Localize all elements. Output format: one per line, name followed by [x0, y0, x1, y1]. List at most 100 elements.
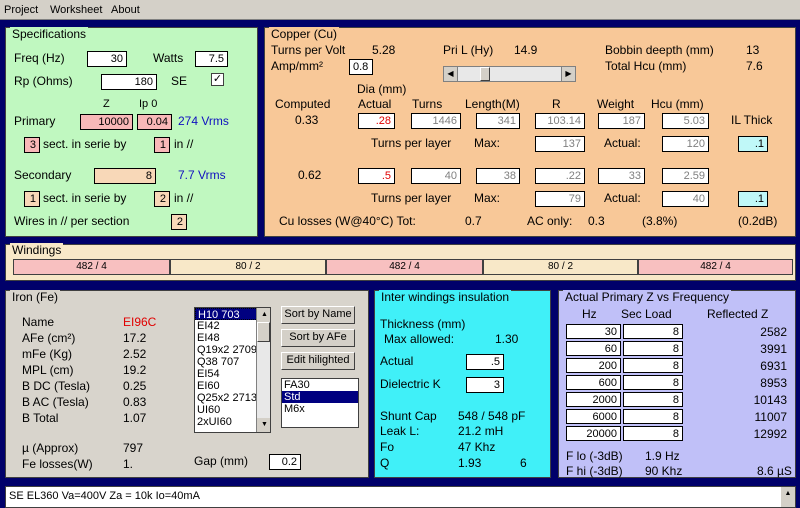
core-item[interactable]: EI60 — [197, 380, 220, 392]
sort-by-afe-button[interactable]: Sort by AFe — [281, 329, 355, 347]
length-header: Length(M) — [465, 97, 520, 111]
material-item[interactable]: Std — [282, 391, 358, 403]
freq-reflected-z: 12992 — [753, 427, 787, 441]
tpv-value: 5.28 — [372, 43, 396, 57]
pril-slider[interactable]: ◀ ▶ — [443, 66, 576, 82]
primary-z-input[interactable]: 10000 — [80, 114, 133, 130]
menu-about[interactable]: About — [111, 4, 140, 16]
core-list[interactable]: H10 703 EI42 EI48 Q19x2 2709 Q38 707 EI5… — [194, 307, 271, 433]
core-item[interactable]: EI42 — [197, 320, 220, 332]
primary-act-label: Actual: — [604, 136, 641, 150]
material-item[interactable]: FA30 — [284, 379, 310, 391]
freq-reflected-z: 2582 — [760, 325, 787, 339]
fhi-value: 90 Khz — [645, 464, 683, 478]
amp-input[interactable]: 0.8 — [349, 59, 373, 75]
hcu-value: 7.6 — [746, 59, 763, 73]
secondary-act-label: Actual: — [604, 191, 641, 205]
core-item[interactable]: Q38 707 — [197, 356, 240, 368]
rp-input[interactable]: 180 — [101, 74, 157, 90]
freq-load-input[interactable]: 8 — [623, 392, 683, 407]
bdc-value: 0.25 — [123, 379, 147, 393]
slider-thumb[interactable] — [480, 67, 490, 81]
secondary-label: Secondary — [14, 168, 72, 182]
fe-losses-label: Fe losses(W) — [22, 457, 93, 471]
secondary-sections-input[interactable]: 1 — [24, 191, 40, 207]
edit-hilighted-button[interactable]: Edit hilighted — [281, 352, 355, 370]
core-item[interactable]: 2xUI60 — [197, 416, 232, 428]
primary-computed: 0.33 — [295, 113, 319, 127]
ins-actual-input[interactable]: .5 — [466, 354, 504, 370]
freq-hz-input[interactable]: 6000 — [566, 409, 621, 424]
freq-load-input[interactable]: 8 — [623, 426, 683, 441]
pril-value: 14.9 — [514, 43, 538, 57]
dielectric-input[interactable]: 3 — [466, 377, 504, 393]
scroll-up-icon[interactable]: ▲ — [257, 308, 270, 322]
freq-load-input[interactable]: 8 — [623, 341, 683, 356]
ac-only-value: 0.3 — [588, 214, 605, 228]
core-item[interactable]: H10 703 — [195, 308, 270, 321]
freq-hz-input[interactable]: 20000 — [566, 426, 621, 441]
freq-input[interactable]: 30 — [87, 51, 127, 67]
menu-project[interactable]: Project — [4, 4, 39, 16]
freq-hz-input[interactable]: 600 — [566, 375, 621, 390]
pril-label: Pri L (Hy) — [443, 43, 494, 57]
material-list[interactable]: FA30 Std M6x — [281, 378, 359, 428]
ac-percent: (3.8%) — [642, 214, 678, 228]
menu-worksheet[interactable]: Worksheet — [50, 4, 103, 16]
freq-load-input[interactable]: 8 — [623, 409, 683, 424]
secondary-parallel-input[interactable]: 2 — [154, 191, 170, 207]
material-item[interactable]: M6x — [284, 403, 305, 415]
primary-par-label: in // — [174, 137, 194, 151]
freq-hz-input[interactable]: 60 — [566, 341, 621, 356]
winding-cell: 80 / 2 — [170, 259, 326, 275]
primary-max: 137 — [535, 136, 585, 152]
gap-input[interactable]: 0.2 — [269, 454, 301, 470]
slider-right-arrow[interactable]: ▶ — [561, 67, 575, 81]
core-item[interactable]: Q25x2 2713 — [197, 392, 257, 404]
sort-by-name-button[interactable]: Sort by Name — [281, 306, 355, 324]
freq-hz-input[interactable]: 200 — [566, 358, 621, 373]
se-checkbox[interactable]: ✓ — [211, 73, 224, 86]
max-allowed-label: Max allowed: — [384, 332, 455, 346]
specifications-panel: Specifications Freq (Hz) 30 Watts 7.5 Rp… — [5, 27, 258, 237]
q-value-2: 6 — [520, 456, 527, 470]
secondary-actual-input[interactable]: .5 — [358, 168, 395, 184]
secondary-weight: 33 — [598, 168, 645, 184]
core-item[interactable]: Q19x2 2709 — [197, 344, 257, 356]
primary-turns: 1446 — [411, 113, 461, 129]
core-item[interactable]: UI60 — [197, 404, 221, 416]
core-item[interactable]: EI54 — [197, 368, 220, 380]
freq-load-input[interactable]: 8 — [623, 375, 683, 390]
windings-title: Windings — [10, 243, 64, 257]
afe-value: 17.2 — [123, 331, 147, 345]
notes-field[interactable]: SE EL360 Va=400V Za = 10k Io=40mA ▲ — [5, 486, 796, 508]
iron-name-value: EI96C — [123, 315, 157, 329]
slider-left-arrow[interactable]: ◀ — [444, 67, 458, 81]
notes-scroll-up-icon[interactable]: ▲ — [781, 487, 795, 507]
freq-hz-input[interactable]: 30 — [566, 324, 621, 339]
wires-input[interactable]: 2 — [171, 214, 187, 230]
scroll-thumb[interactable] — [257, 322, 270, 342]
q-value: 1.93 — [458, 456, 482, 470]
core-item[interactable]: EI48 — [197, 332, 220, 344]
fhi-label: F hi (-3dB) — [566, 464, 623, 478]
primary-sections-input[interactable]: 3 — [24, 137, 40, 153]
secondary-il-input[interactable]: .1 — [738, 191, 768, 207]
freq-load-input[interactable]: 8 — [623, 324, 683, 339]
secondary-z-input[interactable]: 8 — [94, 168, 156, 184]
secondary-sect-label: sect. in serie by — [43, 191, 127, 205]
z-header: Z — [103, 98, 110, 110]
scroll-down-icon[interactable]: ▼ — [257, 418, 270, 432]
freq-reflected-z: 11007 — [754, 410, 787, 424]
max-allowed-value: 1.30 — [495, 332, 519, 346]
freq-hz-input[interactable]: 2000 — [566, 392, 621, 407]
core-list-scrollbar[interactable]: ▲ ▼ — [256, 308, 270, 432]
frequency-title: Actual Primary Z vs Frequency — [563, 290, 732, 304]
secondary-tpl-label: Turns per layer — [371, 191, 452, 205]
freq-load-input[interactable]: 8 — [623, 358, 683, 373]
primary-parallel-input[interactable]: 1 — [154, 137, 170, 153]
watts-input[interactable]: 7.5 — [195, 51, 228, 67]
primary-il-input[interactable]: .1 — [738, 136, 768, 152]
primary-ip-input[interactable]: 0.04 — [137, 114, 172, 130]
primary-actual-input[interactable]: .28 — [358, 113, 395, 129]
